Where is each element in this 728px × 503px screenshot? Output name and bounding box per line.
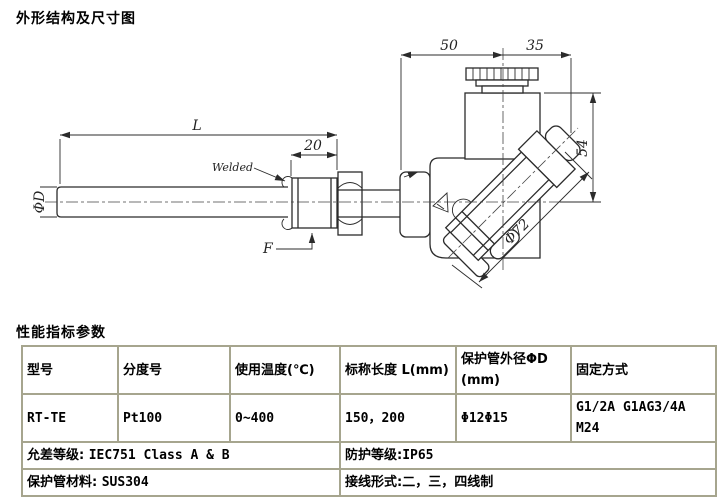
head-cap-knob [465,67,539,94]
dim-L-label: L [191,118,201,134]
tube-material-label: 保护管材料: [27,475,102,490]
hex-nut [337,171,363,236]
cell-diameters: Φ12Φ15 [455,393,572,443]
protection-label: 防护等级: [345,448,403,463]
process-fitting [291,177,338,229]
cell-graduation: Pt100 [117,393,231,443]
dim-20-label: 20 [303,138,322,154]
logo-triangle-mark [432,192,449,213]
dim-phiD-label: ΦD [32,191,48,214]
col-header-model: 型号 [21,345,119,395]
col-header-diameter: 保护管外径ΦD (mm) [455,345,572,395]
welded-label: Welded [212,161,253,174]
dimension-drawing: 50 35 L 20 54 Φ72 ΦD Welded F [32,38,601,289]
welded-callout: Welded [212,161,286,182]
footer-row-2: 保护管材料: SUS304 接线形式:二，三，四线制 [21,468,717,497]
cell-tolerance: 允差等级: IEC751 Class A & B [21,441,341,470]
tolerance-label: 允差等级: [27,448,89,463]
head-boss [399,171,431,238]
spec-table: 型号 分度号 使用温度(℃) 标称长度 L(mm) 保护管外径ΦD (mm) 固… [21,345,717,497]
cell-tube-material: 保护管材料: SUS304 [21,468,341,497]
page-title: 外形结构及尺寸图 [16,11,136,27]
fitting-F-callout: F [262,233,316,257]
fitting-F-label: F [262,241,274,257]
tolerance-value: IEC751 Class A & B [88,448,230,463]
cell-mounting: G1/2A G1AG3/4A M24 [570,393,717,443]
cell-wiring: 接线形式:二，三，四线制 [339,468,717,497]
col-header-graduation: 分度号 [117,345,231,395]
tube-material-value: SUS304 [101,475,149,490]
protection-value: IP65 [402,448,434,463]
dim-50-label: 50 [440,38,458,54]
dimension-20: 20 [290,138,337,176]
specs-section-title: 性能指标参数 [16,325,106,341]
col-header-temp: 使用温度(℃) [229,345,341,395]
cell-temp-range: 0~400 [229,393,341,443]
dim-54-label: 54 [575,139,591,157]
cell-protection: 防护等级:IP65 [339,441,717,470]
weld-bead [281,176,293,230]
extension-pipe [362,189,400,218]
wiring-label: 接线形式:二，三，四线制 [345,475,494,490]
dimension-phiD: ΦD [32,186,57,218]
col-header-mounting: 固定方式 [570,345,717,395]
dimension-L: L [59,118,338,184]
spec-data-row: RT-TE Pt100 0~400 150，200 Φ12Φ15 G1/2A G… [21,393,717,443]
spec-header-row: 型号 分度号 使用温度(℃) 标称长度 L(mm) 保护管外径ΦD (mm) 固… [21,345,717,395]
dim-35-label: 35 [526,38,544,54]
dimension-54: 54 [544,92,601,203]
cell-model: RT-TE [21,393,119,443]
boss-arrow-mark [403,171,419,179]
col-header-length: 标称长度 L(mm) [339,345,457,395]
cell-lengths: 150，200 [339,393,457,443]
dimension-50-35: 50 35 [400,38,572,170]
footer-row-1: 允差等级: IEC751 Class A & B 防护等级:IP65 [21,441,717,470]
